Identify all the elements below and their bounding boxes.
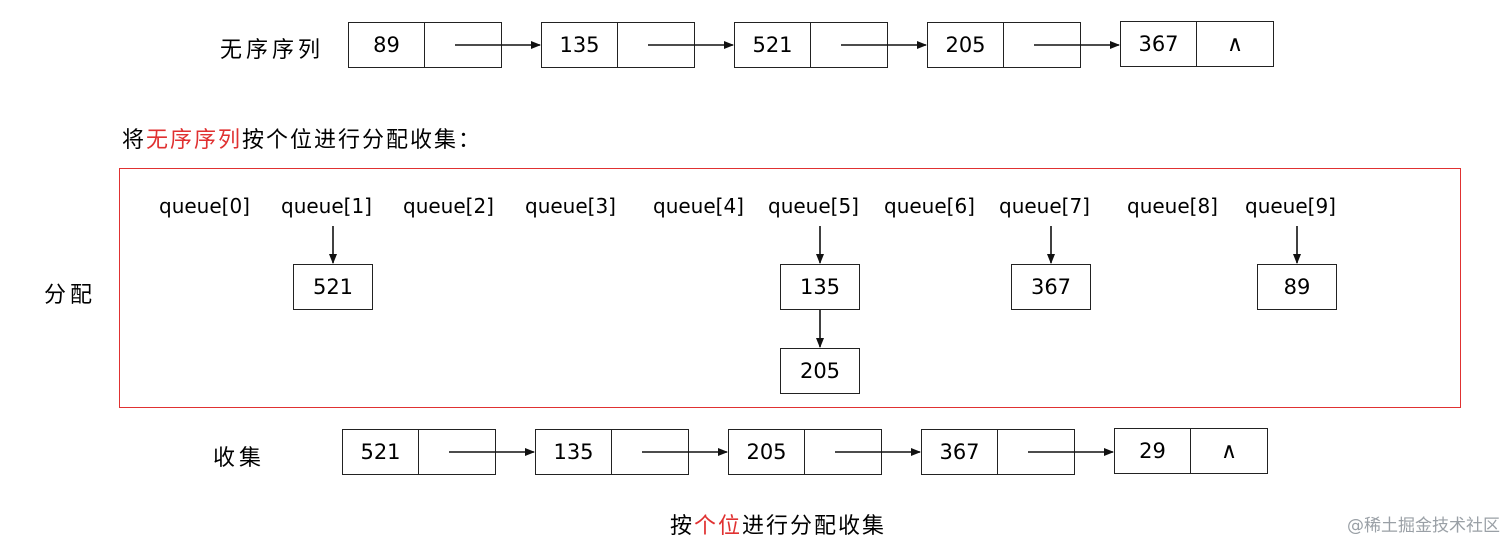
bucket-q9-item-0: 89 xyxy=(1257,264,1337,310)
null-pointer: ∧ xyxy=(1226,31,1244,57)
node-value: 521 xyxy=(343,430,419,474)
caption-prefix: 按 xyxy=(670,514,695,539)
queue-label-3: queue[3] xyxy=(525,194,616,218)
instruction-highlight: 无序序列 xyxy=(146,128,243,153)
node-value: 205 xyxy=(928,23,1004,67)
bucket-q7-item-0: 367 xyxy=(1011,264,1091,310)
node-value: 367 xyxy=(922,430,998,474)
node-value: 205 xyxy=(729,430,805,474)
bucket-q5-item-0: 135 xyxy=(780,264,860,310)
caption-highlight: 个位 xyxy=(694,514,743,539)
node-value: 29 xyxy=(1115,429,1191,473)
distribution-box xyxy=(119,168,1461,408)
queue-label-5: queue[5] xyxy=(768,194,859,218)
queue-label-7: queue[7] xyxy=(999,194,1090,218)
queue-label-2: queue[2] xyxy=(403,194,494,218)
collect-label: 收集 xyxy=(213,446,266,471)
node-value: 521 xyxy=(735,23,811,67)
node-value: 135 xyxy=(536,430,612,474)
queue-label-8: queue[8] xyxy=(1127,194,1218,218)
caption: 按个位进行分配收集 xyxy=(670,508,886,540)
instruction-text: 将无序序列按个位进行分配收集： xyxy=(122,122,482,154)
node-value: 135 xyxy=(542,23,618,67)
collected-node-4: 29 ∧ xyxy=(1114,428,1268,474)
collected-node-3: 367 xyxy=(921,429,1075,475)
queue-label-4: queue[4] xyxy=(653,194,744,218)
node-value: 367 xyxy=(1121,22,1197,66)
null-pointer: ∧ xyxy=(1220,438,1238,464)
watermark: @稀土掘金技术社区 xyxy=(1347,516,1500,536)
queue-label-1: queue[1] xyxy=(281,194,372,218)
queue-label-9: queue[9] xyxy=(1245,194,1336,218)
collected-node-0: 521 xyxy=(342,429,496,475)
caption-suffix: 进行分配收集 xyxy=(742,514,887,539)
queue-label-0: queue[0] xyxy=(159,194,250,218)
queue-label-6: queue[6] xyxy=(884,194,975,218)
unordered-node-4: 367 ∧ xyxy=(1120,21,1274,67)
distribute-label: 分配 xyxy=(44,283,97,308)
node-value: 89 xyxy=(349,23,425,67)
instruction-prefix: 将 xyxy=(122,128,147,153)
unordered-sequence-label: 无序序列 xyxy=(220,38,325,63)
bucket-q5-item-1: 205 xyxy=(780,348,860,394)
instruction-suffix: 按个位进行分配收集： xyxy=(242,128,483,153)
bucket-q1-item-0: 521 xyxy=(293,264,373,310)
